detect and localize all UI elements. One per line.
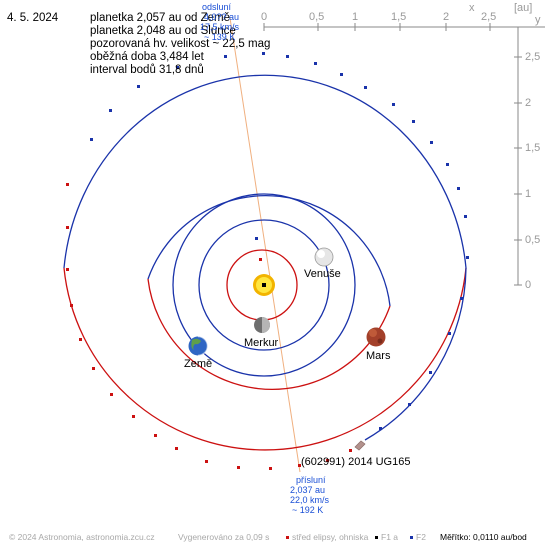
mercury-planet	[254, 317, 270, 333]
footer-copyright: © 2024 Astronomia, astronomia.zcu.cz	[9, 532, 155, 542]
info-line-point-interval: interval bodů 31,8 dnů	[90, 64, 204, 76]
perihelion-temperature: ~ 192 K	[292, 505, 324, 515]
focus-f2-icon	[410, 536, 413, 540]
asteroid-orbit-upper	[63, 74, 467, 269]
info-line-magnitude: pozorovaná hv. velikost ~ 22,5 mag	[90, 38, 271, 50]
footer-legend-f2-text: F2	[416, 532, 426, 542]
right-axis-tick: 1,5	[525, 142, 541, 154]
footer-legend-f2: F2	[410, 532, 426, 542]
right-axis-tick: 1	[525, 188, 532, 200]
earth-orbit	[172, 193, 356, 377]
footer-legend-center: střed elipsy, ohniska	[286, 532, 368, 542]
right-axis	[514, 27, 522, 286]
center-marker-icon	[286, 536, 289, 540]
right-axis-tick: 0,5	[525, 234, 541, 246]
mars-orbit-near	[147, 278, 391, 391]
footer-legend-f1: F1 a	[375, 532, 398, 542]
mercury-label: Merkur	[244, 337, 279, 349]
mars-label: Mars	[366, 350, 391, 362]
earth-label: Země	[184, 358, 213, 370]
aphelion-speed: 17,5 km/s	[200, 22, 240, 32]
aphelion-distance: 4,0?? au	[204, 12, 240, 22]
footer-scale: Měřítko: 0,0110 au/bod	[440, 532, 527, 542]
mars-orbit-far	[147, 194, 391, 307]
focus-f2-marker	[255, 237, 258, 240]
ellipse-center-marker	[259, 258, 262, 261]
top-axis-tick: 1,5	[391, 11, 407, 23]
perihelion-label: přísluní	[296, 475, 326, 485]
earth-planet	[188, 335, 209, 357]
venus-orbit	[198, 219, 330, 351]
aphelion-label: odsluní	[202, 2, 232, 12]
mars-planet	[366, 327, 386, 347]
info-line-orbital-period: oběžná doba 3,484 let	[90, 51, 204, 63]
right-axis-tick: 0	[525, 279, 532, 291]
right-axis-tick: 2	[525, 97, 532, 109]
top-axis-tick: 1	[352, 11, 359, 23]
top-axis-x-label: x	[469, 2, 475, 14]
date-label: 4. 5. 2024	[7, 12, 59, 24]
sun	[253, 274, 275, 296]
top-axis-tick: 2,5	[481, 11, 497, 23]
top-axis	[263, 23, 545, 31]
venus-planet	[314, 247, 334, 267]
apsis-line	[229, 17, 301, 473]
footer-legend-f1-text: F1 a	[381, 532, 399, 542]
perihelion-speed: 22,0 km/s	[290, 495, 330, 505]
focus-f1-icon	[375, 536, 378, 540]
aphelion-temperature: ~ 139 K	[204, 32, 236, 42]
asteroid-orbit-lower	[63, 267, 467, 451]
asteroid-orbit-right-lower	[364, 267, 467, 441]
perihelion-distance: 2,037 au	[290, 485, 326, 495]
top-axis-unit: [au]	[514, 2, 533, 14]
top-axis-tick: 0,5	[309, 11, 325, 23]
right-axis-tick: 2,5	[525, 51, 541, 63]
footer-generated: Vygenerováno za 0,09 s	[178, 532, 270, 542]
info-line-distance-earth: planetka 2,057 au od Země	[90, 12, 231, 24]
asteroid-marker	[354, 440, 366, 451]
right-axis-y-label: y	[535, 14, 541, 26]
footer-legend-center-text: střed elipsy, ohniska	[292, 532, 369, 542]
info-line-distance-sun: planetka 2,048 au od Slunce	[90, 25, 236, 37]
venus-label: Venuše	[304, 268, 341, 280]
asteroid-orbit-points-red	[66, 183, 352, 470]
top-axis-tick: 0	[261, 11, 268, 23]
asteroid-name-label: (602991) 2014 UG165	[301, 456, 411, 468]
asteroid-orbit-points	[90, 52, 469, 430]
top-axis-tick: 2	[443, 11, 450, 23]
